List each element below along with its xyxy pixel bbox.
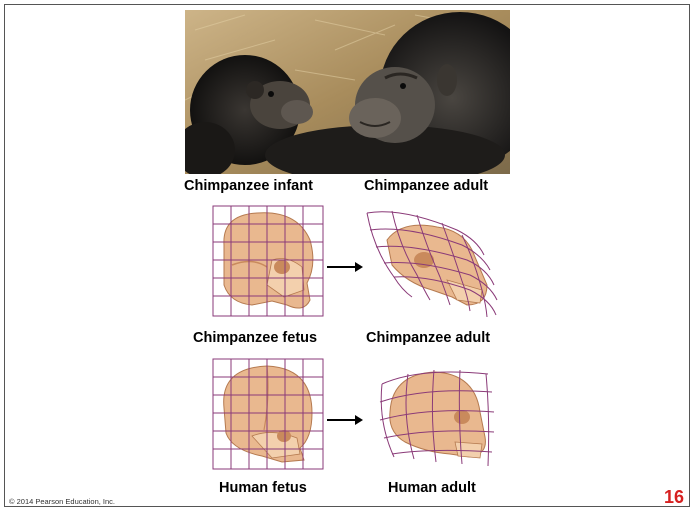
page-number: 16 — [664, 487, 684, 508]
chimpanzee-fetus-skull — [212, 205, 324, 322]
arrow-icon — [327, 259, 363, 277]
label-chimpanzee-fetus: Chimpanzee fetus — [193, 330, 317, 346]
label-chimpanzee-infant: Chimpanzee infant — [184, 178, 313, 194]
label-human-adult: Human adult — [388, 480, 476, 496]
label-chimpanzee-adult-photo: Chimpanzee adult — [364, 178, 488, 194]
label-human-fetus: Human fetus — [219, 480, 307, 496]
human-fetus-skull — [212, 358, 324, 475]
human-adult-skull — [370, 362, 500, 479]
chimpanzee-adult-skull — [362, 205, 502, 330]
label-chimpanzee-adult: Chimpanzee adult — [366, 330, 490, 346]
copyright-text: © 2014 Pearson Education, Inc. — [9, 497, 115, 506]
arrow-icon-2 — [327, 412, 363, 430]
chimpanzee-photo — [185, 10, 510, 174]
